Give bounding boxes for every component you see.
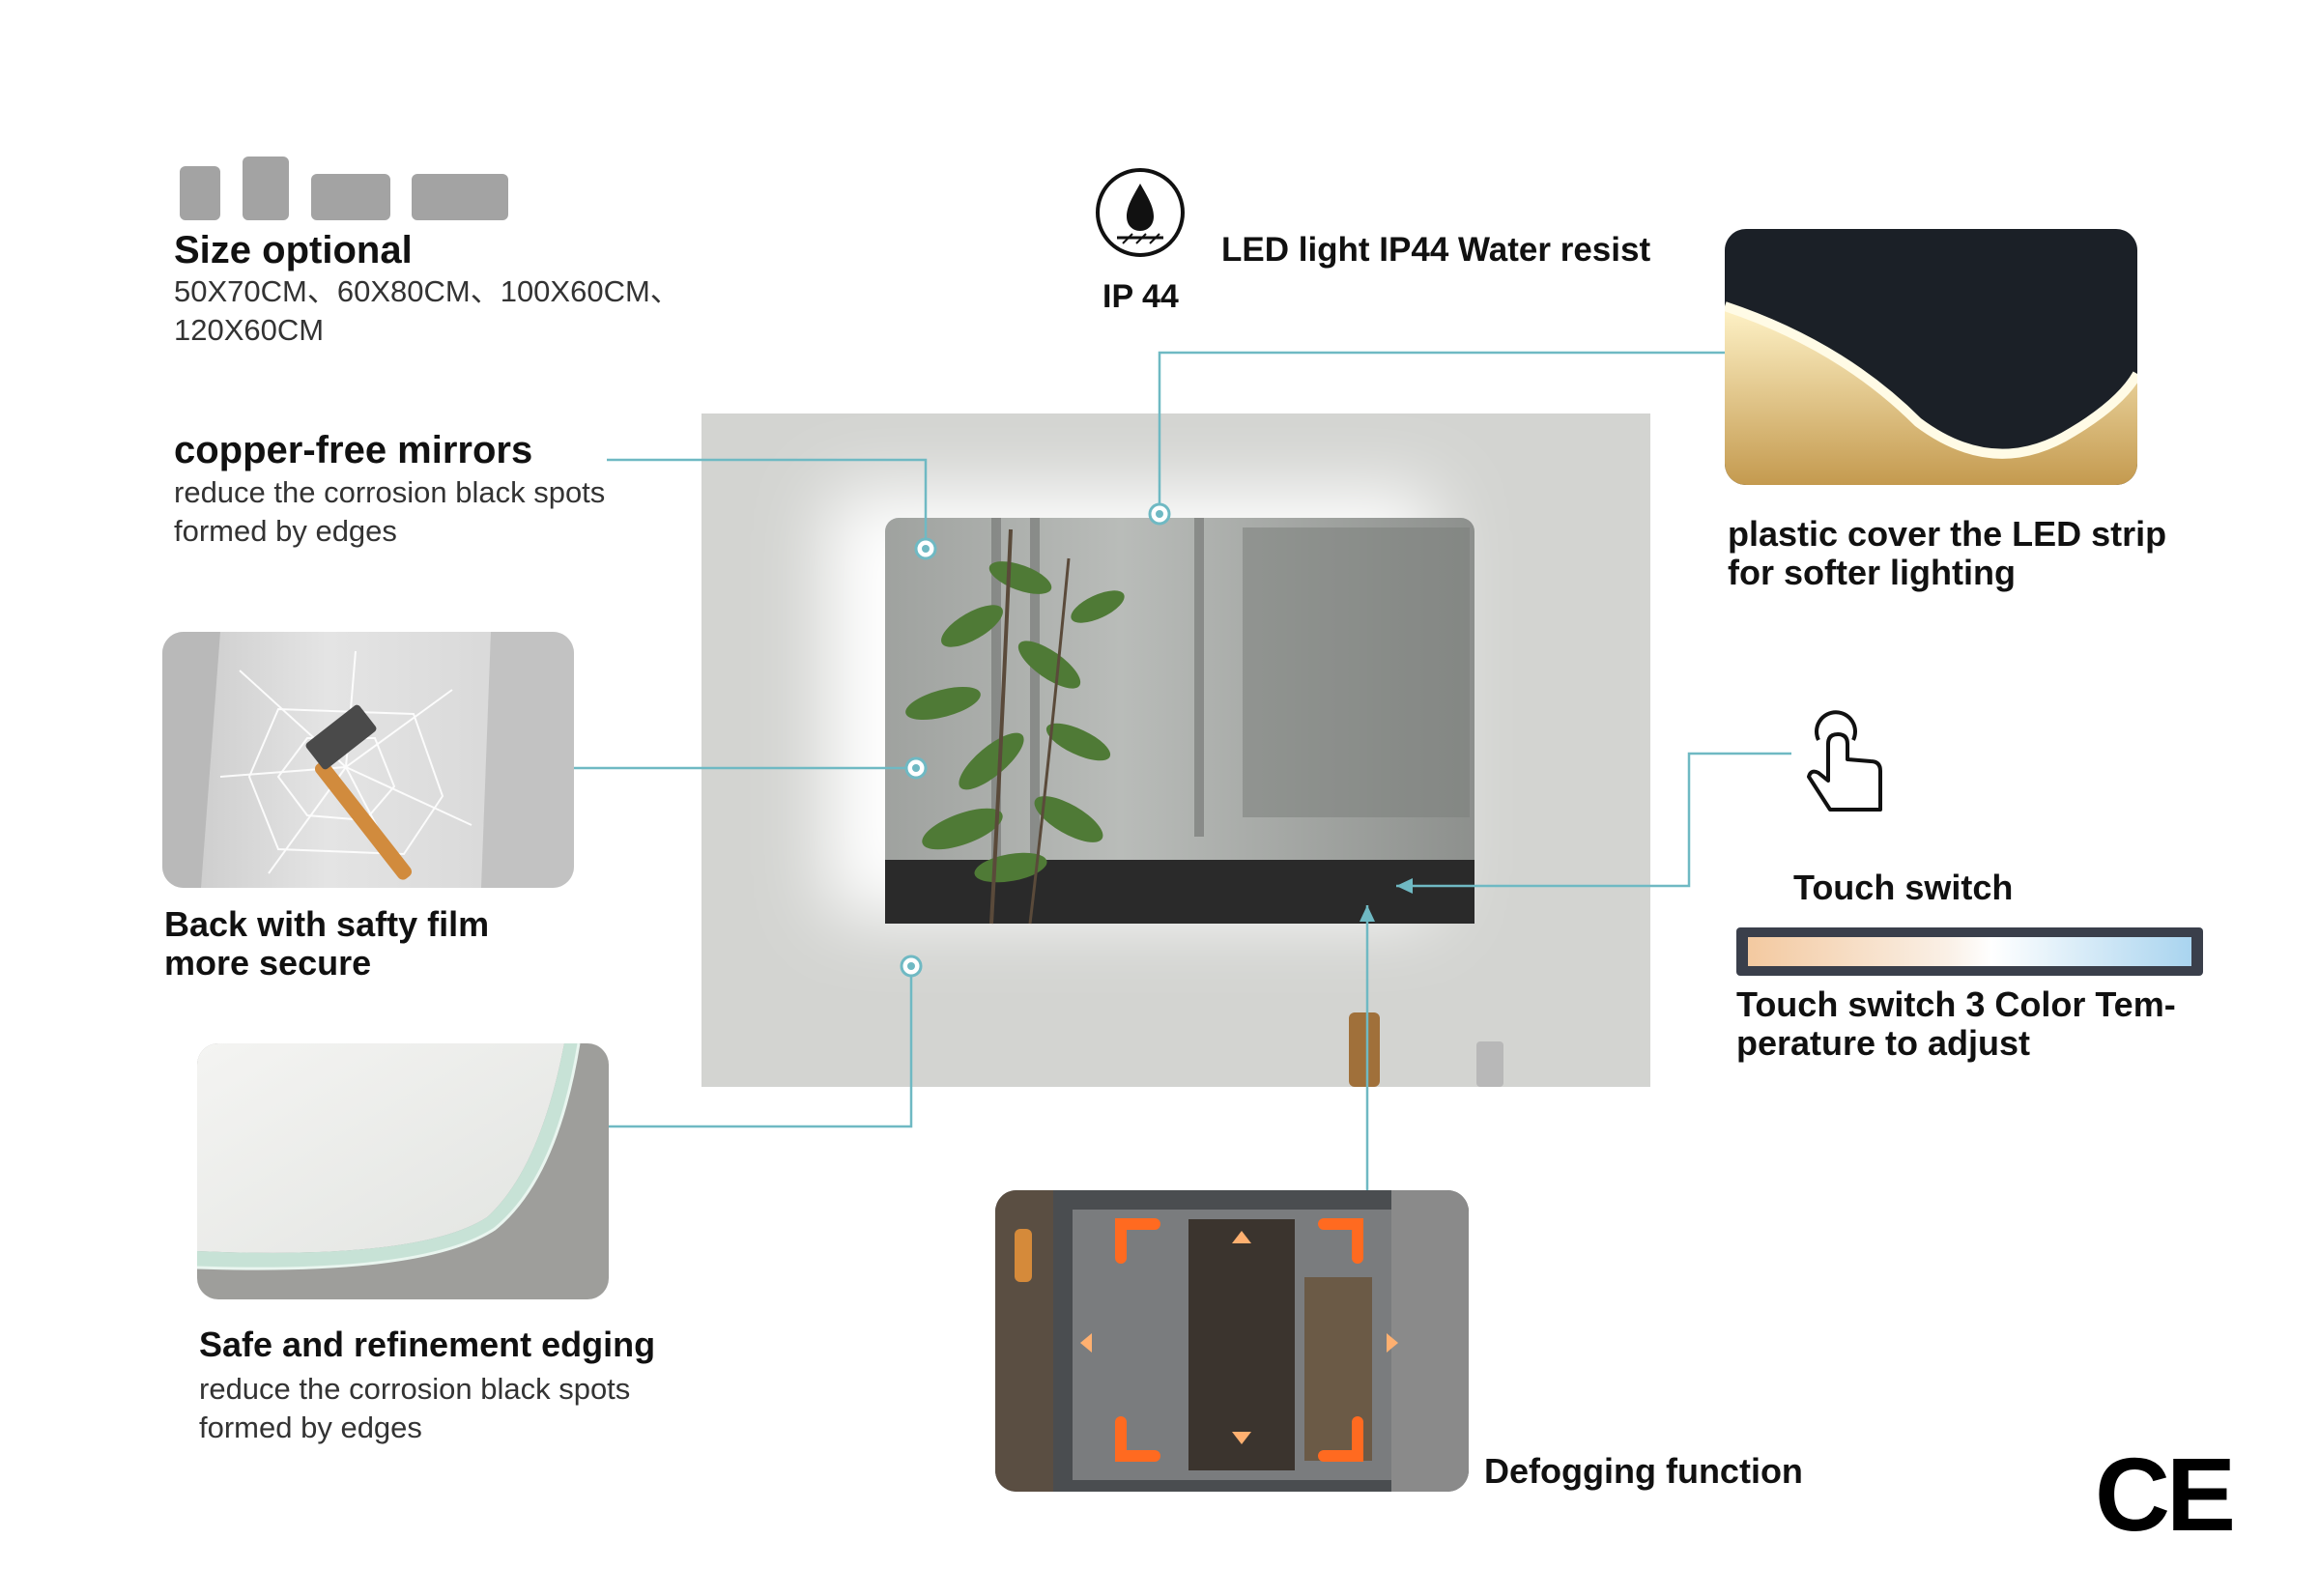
plastic-cover-line2: for softer lighting — [1728, 553, 2016, 592]
color-temperature-bar — [1736, 927, 2203, 976]
mirror-illustration — [827, 491, 1503, 1087]
edging-photo — [197, 1043, 609, 1299]
shattered-glass-illustration — [162, 632, 574, 888]
edging-title: Safe and refinement edging — [199, 1325, 656, 1364]
arrow-icons — [1080, 1231, 1398, 1444]
size-shape-3 — [311, 174, 390, 220]
safety-film-line1: Back with safty film — [164, 904, 490, 944]
glass-edge-illustration — [197, 1043, 581, 1270]
led-strip-photo — [1725, 229, 2137, 485]
copper-line2: formed by edges — [174, 514, 397, 548]
led-cover-illustration — [1725, 301, 2137, 485]
defog-title: Defogging function — [1484, 1451, 1803, 1491]
size-shape-4 — [412, 174, 508, 220]
edging-line2: formed by edges — [199, 1411, 422, 1444]
edging-line1: reduce the corrosion black spots — [199, 1372, 631, 1406]
defog-photo — [995, 1190, 1469, 1492]
size-shape-2 — [243, 157, 289, 220]
size-shapes — [180, 155, 518, 222]
size-options-line1: 50X70CM、60X80CM、100X60CM、 — [174, 274, 680, 308]
ip-title: LED light IP44 Water resist — [1221, 231, 1651, 269]
plastic-cover-line1: plastic cover the LED strip — [1728, 514, 2167, 554]
copper-title: copper-free mirrors — [174, 429, 533, 471]
safety-film-line2: more secure — [164, 943, 372, 983]
color-temperature-gradient — [1748, 937, 2191, 966]
size-title: Size optional — [174, 229, 413, 271]
ce-mark: CE — [2095, 1436, 2236, 1553]
main-mirror-photo — [701, 413, 1650, 1087]
size-options-line2: 120X60CM — [174, 313, 325, 347]
hammer-icon — [305, 704, 413, 880]
defog-illustration — [995, 1190, 1469, 1492]
size-shape-1 — [180, 166, 220, 220]
plant-leaves — [905, 561, 1125, 883]
safety-film-photo — [162, 632, 574, 888]
ip-badge: IP 44 — [1102, 278, 1179, 315]
touch-switch-title: Touch switch — [1793, 868, 2014, 907]
touch-hand-icon — [1797, 703, 1894, 819]
touch-desc-line2: perature to adjust — [1736, 1023, 2031, 1063]
water-drop-icon — [1094, 166, 1187, 259]
copper-line1: reduce the corrosion black spots — [174, 475, 606, 509]
touch-desc-line1: Touch switch 3 Color Tem- — [1736, 984, 2176, 1024]
